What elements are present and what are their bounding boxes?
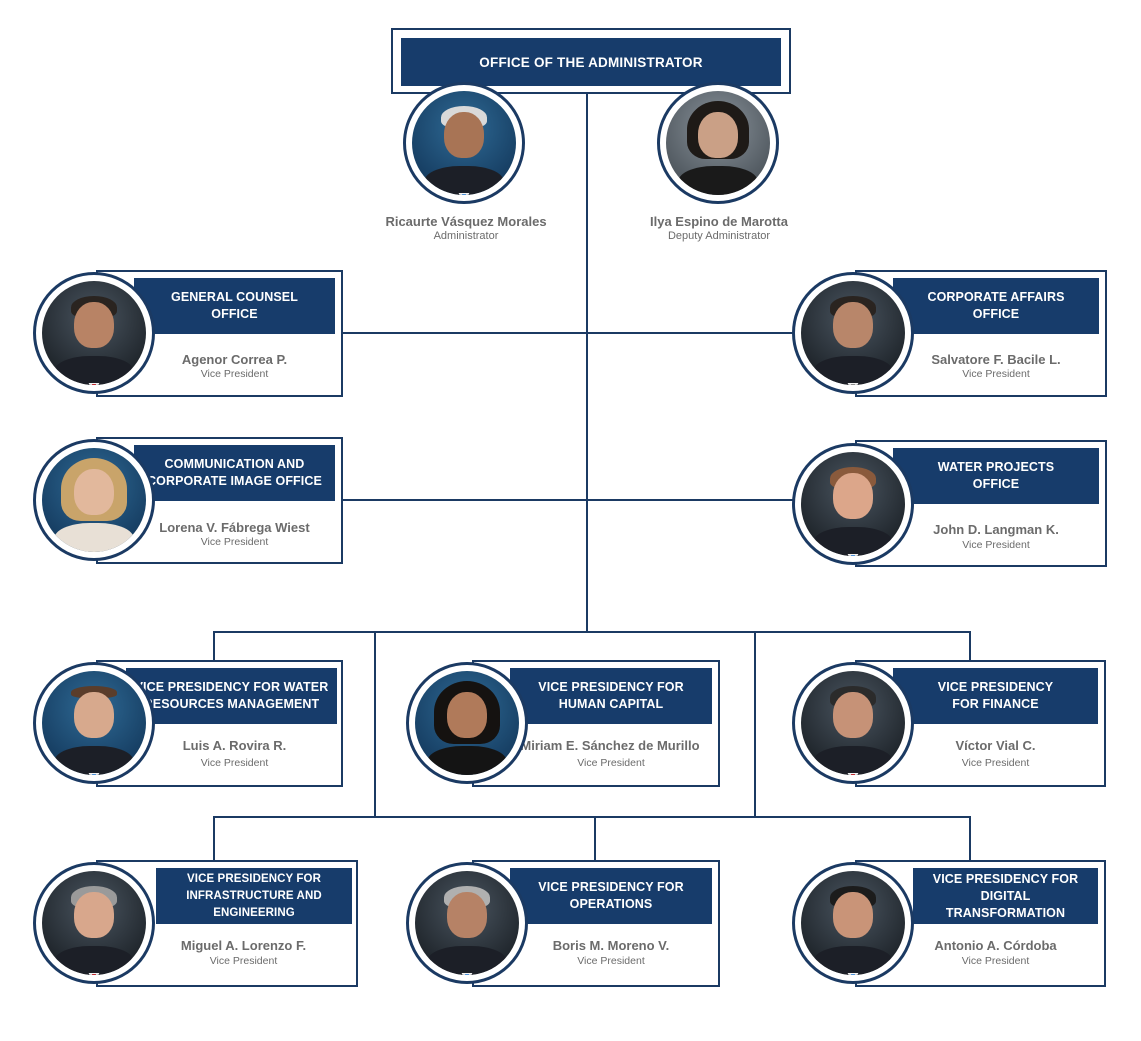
connector-drop-b: [969, 631, 971, 661]
vp-human-capital-name: Miriam E. Sánchez de Murillo: [520, 738, 700, 753]
vp-operations-name: Boris M. Moreno V.: [552, 938, 670, 953]
vp-digital-title: VICE PRESIDENCY FOR DIGITAL TRANSFORMATI…: [913, 868, 1098, 924]
communication-name: Lorena V. Fábrega Wiest: [159, 520, 310, 535]
communication-role: Vice President: [200, 536, 269, 548]
vp-human-capital-title: VICE PRESIDENCY FOR HUMAN CAPITAL: [510, 668, 712, 724]
vp-digital-photo: [792, 862, 914, 984]
vp-water-resources-name: Luis A. Rovira R.: [182, 738, 287, 753]
office-of-administrator-title: OFFICE OF THE ADMINISTRATOR: [401, 38, 781, 86]
corporate-affairs-name: Salvatore F. Bacile L.: [931, 352, 1061, 367]
communication-photo: [33, 439, 155, 561]
vp-water-resources-role: Vice President: [200, 757, 269, 769]
vp-digital-role: Vice President: [961, 955, 1030, 967]
corporate-affairs-role: Vice President: [962, 368, 1030, 380]
general-counsel-role: Vice President: [200, 368, 269, 380]
administrator-photo: [403, 82, 525, 204]
general-counsel-name: Agenor Correa P.: [181, 352, 288, 367]
water-projects-title: WATER PROJECTS OFFICE: [893, 448, 1099, 504]
general-counsel-title: GENERAL COUNSEL OFFICE: [134, 278, 335, 334]
connector-drop-a: [213, 631, 215, 661]
vp-digital-name: Antonio A. Córdoba: [934, 938, 1057, 953]
connector-vp-horizontal-2: [213, 816, 971, 818]
communication-title: COMMUNICATION AND CORPORATE IMAGE OFFICE: [134, 445, 335, 501]
general-counsel-photo: [33, 272, 155, 394]
vp-infrastructure-name: Miguel A. Lorenzo F.: [180, 938, 307, 953]
vp-infrastructure-photo: [33, 862, 155, 984]
connector-drop-e: [213, 816, 215, 861]
water-projects-name: John D. Langman K.: [933, 522, 1059, 537]
connector-vp-horizontal-1: [213, 631, 971, 633]
vp-finance-role: Vice President: [961, 757, 1030, 769]
vp-operations-photo: [406, 862, 528, 984]
vp-operations-role: Vice President: [577, 955, 645, 967]
deputy-administrator-role: Deputy Administrator: [667, 230, 771, 242]
corporate-affairs-photo: [792, 272, 914, 394]
vp-operations-title: VICE PRESIDENCY FOR OPERATIONS: [510, 868, 712, 924]
vp-human-capital-photo: [406, 662, 528, 784]
connector-row2: [342, 499, 794, 501]
vp-finance-photo: [792, 662, 914, 784]
connector-drop-f: [594, 816, 596, 861]
vp-finance-title: VICE PRESIDENCY FOR FINANCE: [893, 668, 1098, 724]
administrator-name: Ricaurte Vásquez Morales: [385, 214, 547, 229]
vp-water-resources-photo: [33, 662, 155, 784]
connector-drop-d: [754, 631, 756, 817]
administrator-role: Administrator: [433, 230, 499, 242]
water-projects-role: Vice President: [962, 539, 1030, 551]
vp-infrastructure-title: VICE PRESIDENCY FOR INFRASTRUCTURE AND E…: [156, 868, 352, 924]
vp-water-resources-title: VICE PRESIDENCY FOR WATER RESOURCES MANA…: [126, 668, 337, 724]
connector-drop-c: [374, 631, 376, 817]
vp-human-capital-role: Vice President: [577, 757, 645, 769]
water-projects-photo: [792, 443, 914, 565]
connector-row1: [342, 332, 794, 334]
corporate-affairs-title: CORPORATE AFFAIRS OFFICE: [893, 278, 1099, 334]
deputy-administrator-name: Ilya Espino de Marotta: [650, 214, 788, 229]
deputy-administrator-photo: [657, 82, 779, 204]
vp-finance-name: Víctor Vial C.: [955, 738, 1036, 753]
connector-drop-g: [969, 816, 971, 861]
vp-infrastructure-role: Vice President: [209, 955, 278, 967]
connector-main-vertical: [586, 94, 588, 632]
